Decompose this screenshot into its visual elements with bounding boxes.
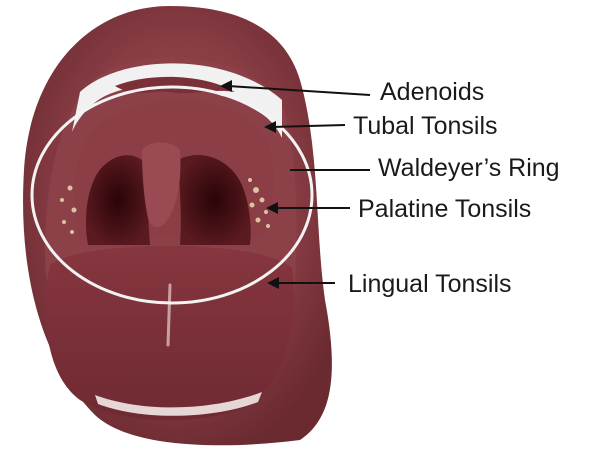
label-lingual-tonsils: Lingual Tonsils <box>348 270 512 298</box>
label-palatine-tonsils: Palatine Tonsils <box>358 195 531 223</box>
label-adenoids: Adenoids <box>380 78 484 106</box>
label-waldeyers-ring: Waldeyer’s Ring <box>378 154 560 182</box>
label-tubal-tonsils: Tubal Tonsils <box>353 112 498 140</box>
tongue-midline <box>168 285 170 345</box>
